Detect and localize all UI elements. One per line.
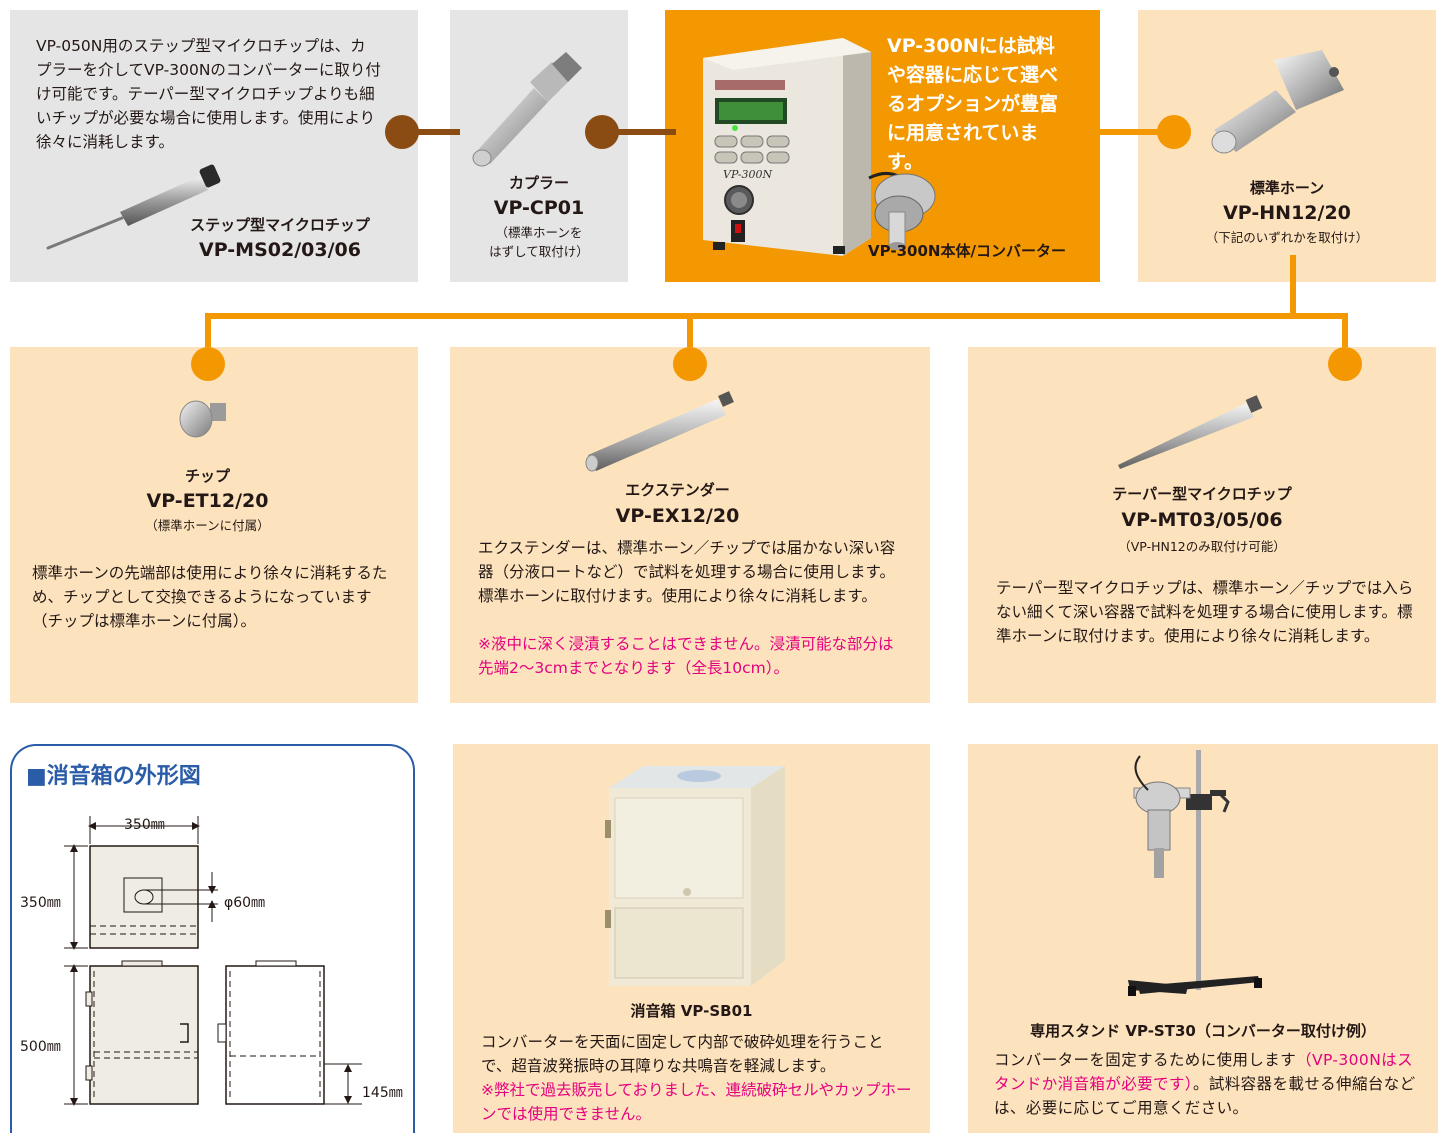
step-microchip-name: ステップ型マイクロチップ bbox=[190, 216, 370, 234]
soundbox-name: 消音箱 VP-SB01 bbox=[630, 1002, 753, 1020]
connector-dot-horn bbox=[1157, 115, 1191, 149]
branch-horizontal bbox=[205, 313, 1348, 319]
coupler-name: カプラー bbox=[508, 174, 569, 192]
taper-name: テーパー型マイクロチップ bbox=[1112, 485, 1292, 503]
stand-panel: 専用スタンド VP-ST30（コンバーター取付け例） コンバーターを固定するため… bbox=[968, 744, 1438, 1133]
extender-image bbox=[585, 391, 734, 472]
coupler-model: VP-CP01 bbox=[493, 197, 585, 219]
taper-panel: テーパー型マイクロチップ VP-MT03/05/06 （VP-HN12のみ取付け… bbox=[968, 347, 1436, 703]
dim-opening-label: 145㎜ bbox=[362, 1085, 403, 1101]
stand-name: 専用スタンド VP-ST30（コンバーター取付け例） bbox=[1030, 1022, 1376, 1040]
horn-name: 標準ホーン bbox=[1249, 179, 1325, 197]
tip-image bbox=[179, 400, 226, 438]
stand-desc-part-b: 。試料容器を載せる伸縮台などは、必要に応じてご用意ください。 bbox=[994, 1075, 1416, 1117]
standard-horn-panel: 標準ホーン VP-HN12/20 （下記のいずれかを取付け） bbox=[1138, 10, 1436, 282]
horn-note: （下記のいずれかを取付け） bbox=[1205, 230, 1369, 245]
soundbox-dimension-drawing bbox=[64, 816, 362, 1106]
step-microchip-model: VP-MS02/03/06 bbox=[199, 239, 361, 261]
soundbox-desc: コンバーターを天面に固定して内部で破砕処理を行うことで、超音波発振時の耳障りな共… bbox=[481, 1033, 884, 1075]
stand-image bbox=[1128, 750, 1262, 996]
branch-dot-extender bbox=[673, 347, 707, 381]
dim-depth-label: 350㎜ bbox=[20, 895, 61, 911]
branch-dot-tip bbox=[191, 347, 225, 381]
soundbox-panel: 消音箱 VP-SB01 コンバーターを天面に固定して内部で破砕処理を行うことで、… bbox=[453, 744, 930, 1133]
branch-from-horn bbox=[1290, 255, 1296, 315]
soundbox-diagram-box: ■消音箱の外形図 bbox=[10, 744, 415, 1133]
branch-to-extender bbox=[687, 313, 693, 361]
branch-to-taper bbox=[1342, 313, 1348, 361]
branch-to-tip bbox=[205, 313, 211, 361]
dim-hole-label: φ60㎜ bbox=[224, 895, 266, 911]
step-microchip-image bbox=[46, 164, 221, 250]
taper-model: VP-MT03/05/06 bbox=[1121, 509, 1283, 531]
taper-desc: テーパー型マイクロチップは、標準ホーン／チップでは入らない細くて深い容器で試料を… bbox=[996, 579, 1414, 645]
main-headline: VP-300Nには試料や容器に応じて選べるオプションが豊富に用意されています。 bbox=[887, 35, 1059, 173]
connector-coupler-to-main bbox=[610, 129, 676, 135]
coupler-image bbox=[472, 52, 582, 167]
main-unit-panel: VP-300N VP-300Nには試料や容器に応じて選べるオプションが豊富に用意… bbox=[665, 10, 1100, 282]
coupler-note-1: （標準ホーンを bbox=[495, 225, 583, 240]
tip-name: チップ bbox=[184, 467, 230, 485]
branch-dot-taper bbox=[1328, 347, 1362, 381]
tip-desc: 標準ホーンの先端部は使用により徐々に消耗するため、チップとして交換できるようにな… bbox=[32, 564, 388, 630]
dim-width-label: 350㎜ bbox=[124, 817, 165, 833]
soundbox-image bbox=[605, 766, 785, 986]
diagram-title: ■消音箱の外形図 bbox=[26, 764, 201, 789]
soundbox-warning: ※弊社で過去販売しておりました、連続破砕セルやカップホーンでは使用できません。 bbox=[481, 1081, 912, 1123]
stand-desc-note: （VP-300Nはスタンドか消音箱が必要です） bbox=[994, 1051, 1413, 1093]
dim-height-label: 500㎜ bbox=[20, 1039, 61, 1055]
main-caption: VP-300N本体/コンバーター bbox=[868, 242, 1066, 260]
step-microchip-panel: VP-050N用のステップ型マイクロチップは、カプラーを介してVP-300Nのコ… bbox=[10, 10, 418, 282]
connector-main-to-horn bbox=[1100, 129, 1160, 135]
device-model-label: VP-300N bbox=[723, 168, 772, 181]
tip-model: VP-ET12/20 bbox=[146, 490, 269, 512]
taper-microchip-image bbox=[1118, 395, 1263, 469]
taper-note: （VP-HN12のみ取付け可能） bbox=[1118, 539, 1286, 554]
tip-panel: チップ VP-ET12/20 （標準ホーンに付属） 標準ホーンの先端部は使用によ… bbox=[10, 347, 418, 703]
extender-name: エクステンダー bbox=[625, 481, 730, 499]
connector-dot-step bbox=[385, 115, 419, 149]
tip-note: （標準ホーンに付属） bbox=[145, 518, 270, 533]
connector-dot-coupler bbox=[585, 115, 619, 149]
step-microchip-desc: VP-050N用のステップ型マイクロチップは、カプラーを介してVP-300Nのコ… bbox=[36, 37, 381, 151]
stand-desc-part-a: コンバーターを固定するために使用します bbox=[994, 1051, 1297, 1069]
extender-warning: ※液中に深く浸漬することはできません。浸漬可能な部分は先端2〜3cmまでとなりま… bbox=[478, 635, 894, 677]
extender-panel: エクステンダー VP-EX12/20 エクステンダーは、標準ホーン／チップでは届… bbox=[450, 347, 930, 703]
vp300n-device-image: VP-300N bbox=[703, 38, 936, 256]
standard-horn-image bbox=[1211, 50, 1344, 154]
extender-desc: エクステンダーは、標準ホーン／チップでは届かない深い容器（分液ロートなど）で試料… bbox=[478, 539, 896, 605]
extender-model: VP-EX12/20 bbox=[615, 505, 740, 527]
horn-model: VP-HN12/20 bbox=[1223, 202, 1351, 224]
stand-desc: コンバーターを固定するために使用します（VP-300Nはスタンドか消音箱が必要で… bbox=[994, 1048, 1424, 1120]
coupler-note-2: はずして取付け） bbox=[489, 244, 589, 259]
connector-step-to-coupler bbox=[400, 129, 460, 135]
